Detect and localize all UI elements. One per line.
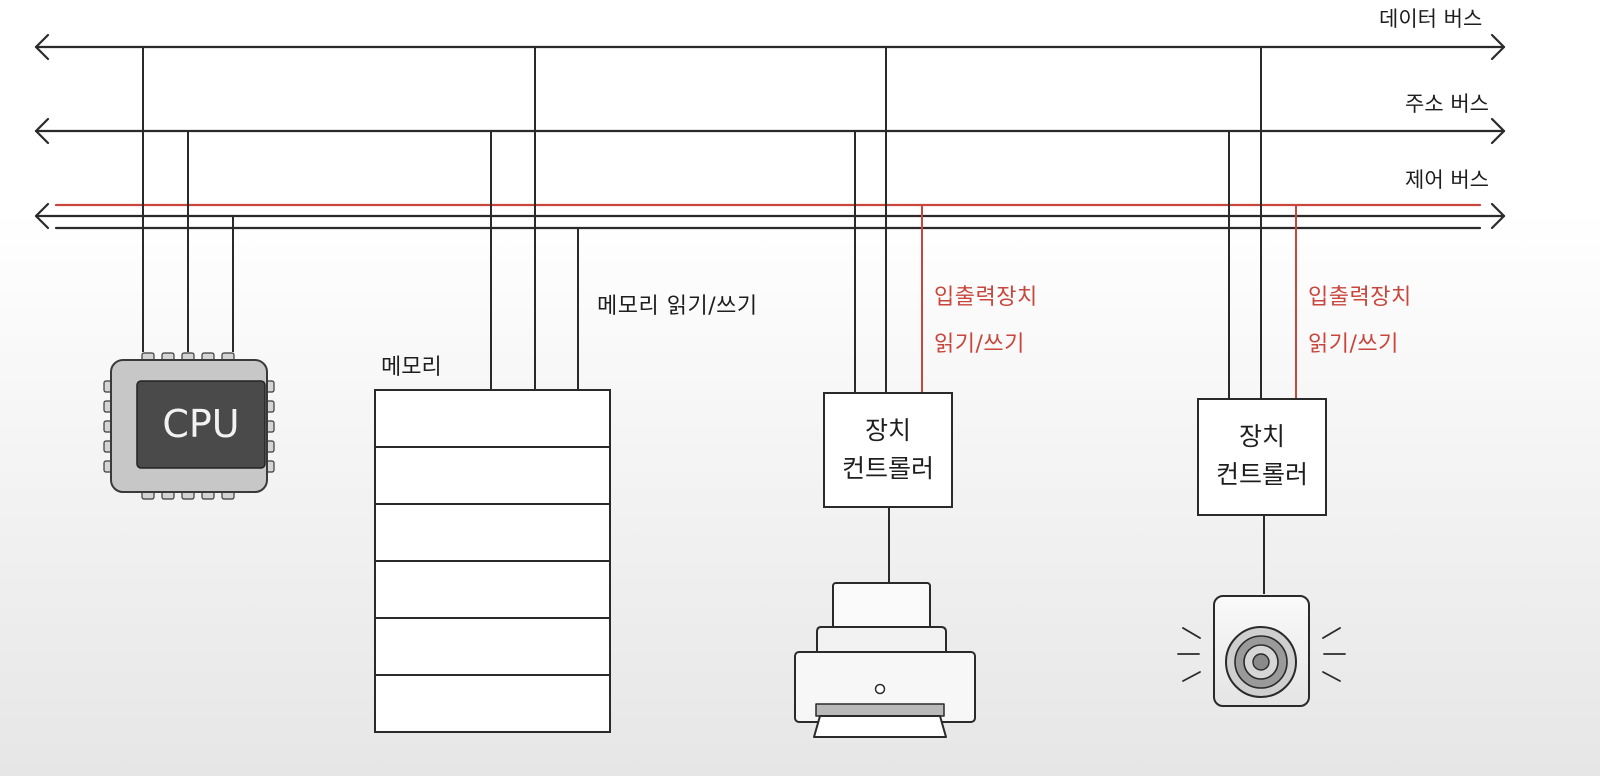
cpu-label: CPU xyxy=(162,402,240,446)
data-bus xyxy=(34,33,1506,61)
device2-controller-label: 장치 컨트롤러 xyxy=(1198,418,1326,494)
device2-bus-connections xyxy=(1228,47,1297,594)
speaker-icon xyxy=(1177,595,1346,707)
address-bus-left-arrow-icon xyxy=(34,117,50,145)
control-bus-left-arrow-icon xyxy=(34,202,50,230)
memory-block xyxy=(374,389,611,733)
device1-bus-connections xyxy=(854,47,923,583)
device1-controller-label-line2: 컨트롤러 xyxy=(841,454,934,483)
memory-bus-connections xyxy=(490,47,579,390)
device1-controller-label-line1: 장치 xyxy=(864,416,911,445)
control-bus-right-arrow-icon xyxy=(1490,202,1506,230)
address-bus-label: 주소 버스 xyxy=(1405,92,1489,116)
control-bus xyxy=(34,202,1506,230)
device1-controller-label: 장치 컨트롤러 xyxy=(824,412,952,488)
device2-controller-label-line1: 장치 xyxy=(1238,422,1285,451)
data-bus-left-arrow-icon xyxy=(34,33,50,61)
address-bus-right-arrow-icon xyxy=(1490,117,1506,145)
printer-icon xyxy=(794,582,976,738)
control-bus-label: 제어 버스 xyxy=(1405,168,1489,192)
device1-io-signal-label-line2: 읽기/쓰기 xyxy=(934,332,1025,357)
device2-controller-box xyxy=(1197,398,1327,516)
device2-io-signal-label-line1: 입출력장치 xyxy=(1308,285,1412,310)
data-bus-label: 데이터 버스 xyxy=(1379,7,1483,31)
cpu-bus-connections xyxy=(142,47,234,352)
device1-controller-box xyxy=(823,392,953,508)
device2-controller-label-line2: 컨트롤러 xyxy=(1215,460,1308,489)
device1-io-signal-label-line1: 입출력장치 xyxy=(934,285,1038,310)
data-bus-right-arrow-icon xyxy=(1490,33,1506,61)
sound-waves-icon xyxy=(1177,627,1346,682)
memory-rw-signal-label: 메모리 읽기/쓰기 xyxy=(597,294,758,319)
cpu-icon xyxy=(103,352,275,500)
device2-io-signal-label-line2: 읽기/쓰기 xyxy=(1308,332,1399,357)
address-bus xyxy=(34,117,1506,145)
memory-label: 메모리 xyxy=(381,355,442,380)
